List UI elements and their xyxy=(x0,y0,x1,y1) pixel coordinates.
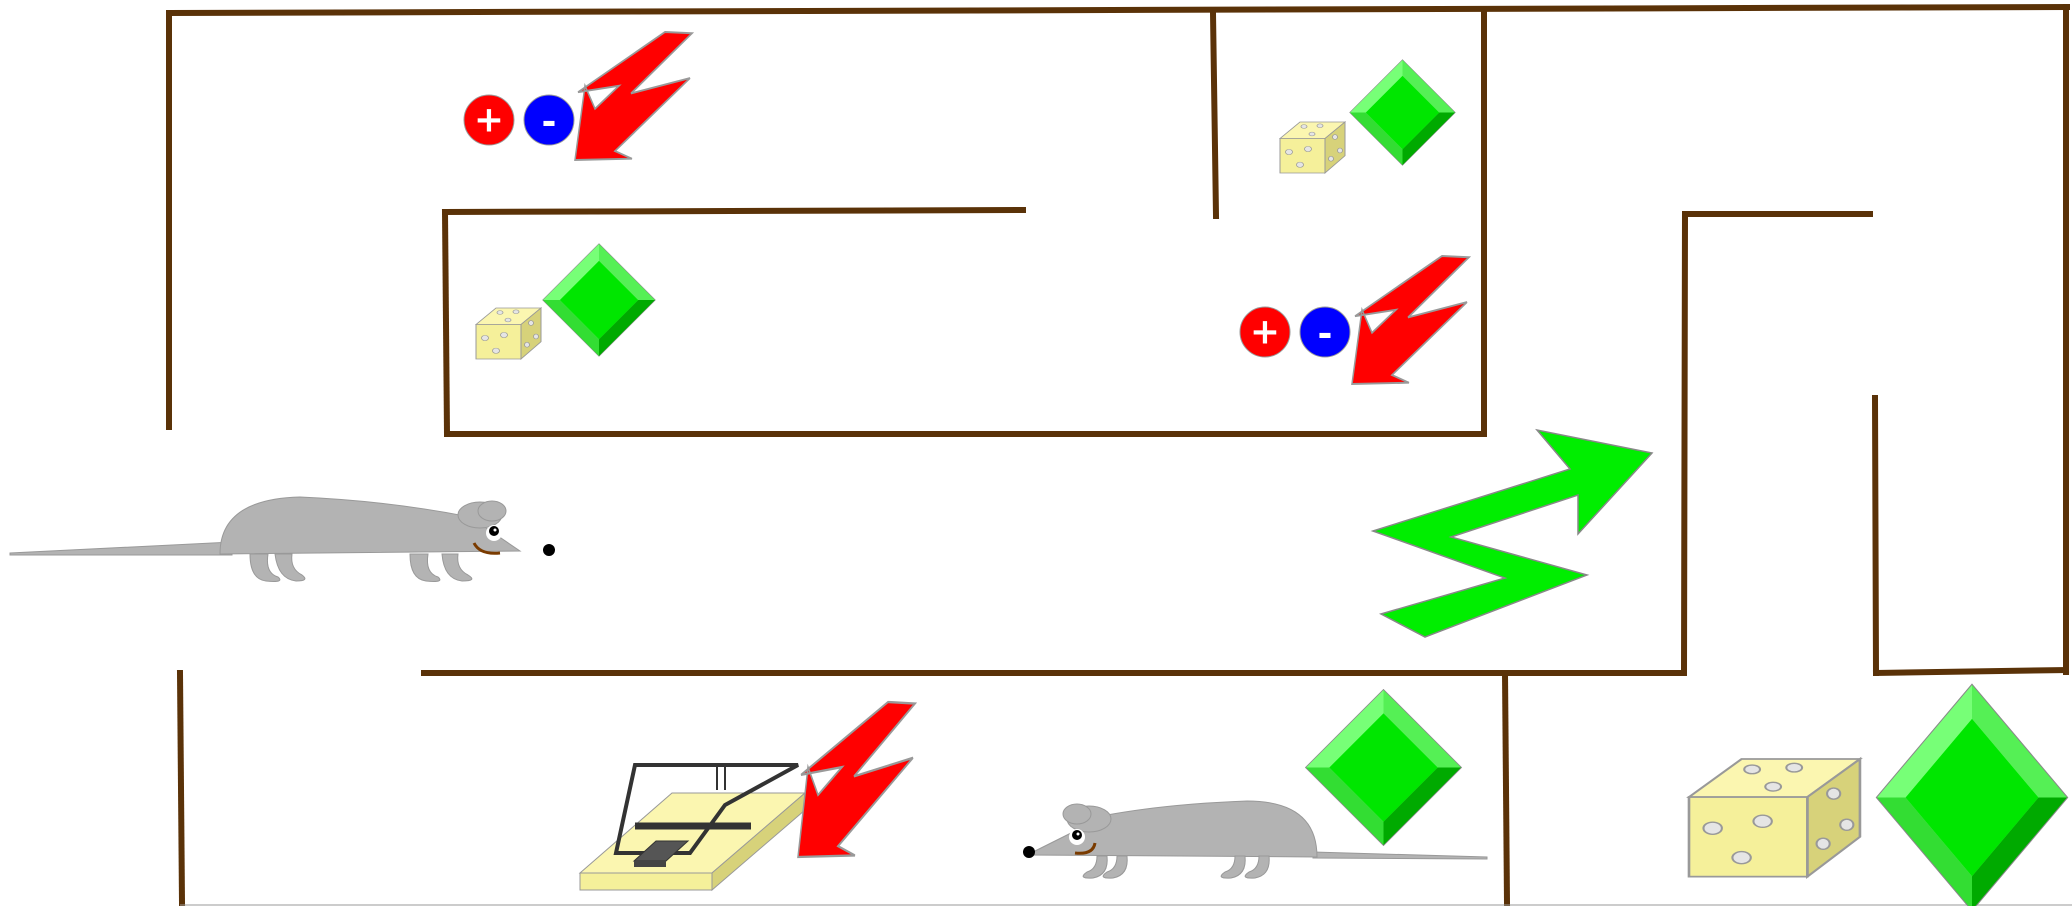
lightning-bolt-icon xyxy=(1351,255,1470,385)
wall-top-divider xyxy=(1209,9,1220,220)
lightning-bolt-icon xyxy=(796,700,917,859)
wall-top xyxy=(166,3,2071,17)
lightning-bolt-icon xyxy=(574,31,693,161)
cheese-icon xyxy=(1687,757,1862,878)
zigzag-arrow-icon xyxy=(1370,428,1654,638)
minus-symbol: - xyxy=(542,102,557,143)
plus-symbol: + xyxy=(1250,312,1280,353)
cheese-icon xyxy=(1279,121,1346,174)
wall-bottom-left-vertical xyxy=(176,669,186,906)
mouse-icon xyxy=(1021,799,1489,880)
charge-pair-right: + - xyxy=(1239,306,1351,358)
wall-inner-top xyxy=(441,206,1027,216)
minus-symbol: - xyxy=(1318,314,1333,355)
gem-icon xyxy=(1349,59,1456,166)
gem-icon xyxy=(1305,689,1462,846)
maze-walls xyxy=(166,3,2071,906)
wall-right-stub xyxy=(1871,394,1880,677)
mouse-icon xyxy=(8,495,557,583)
gem-icon xyxy=(542,243,656,357)
plus-symbol: + xyxy=(474,100,504,141)
mousetrap-icon xyxy=(580,765,805,890)
wall-right-bottom xyxy=(1872,666,2070,677)
wall-inner-left xyxy=(441,208,451,438)
cheese-icon xyxy=(475,307,542,360)
wall-right-inner-vertical xyxy=(1680,210,1689,677)
wall-bottom-middle-vertical xyxy=(1501,669,1511,906)
charge-pair-top: + - xyxy=(463,94,575,146)
gem-icon xyxy=(1875,683,2069,906)
